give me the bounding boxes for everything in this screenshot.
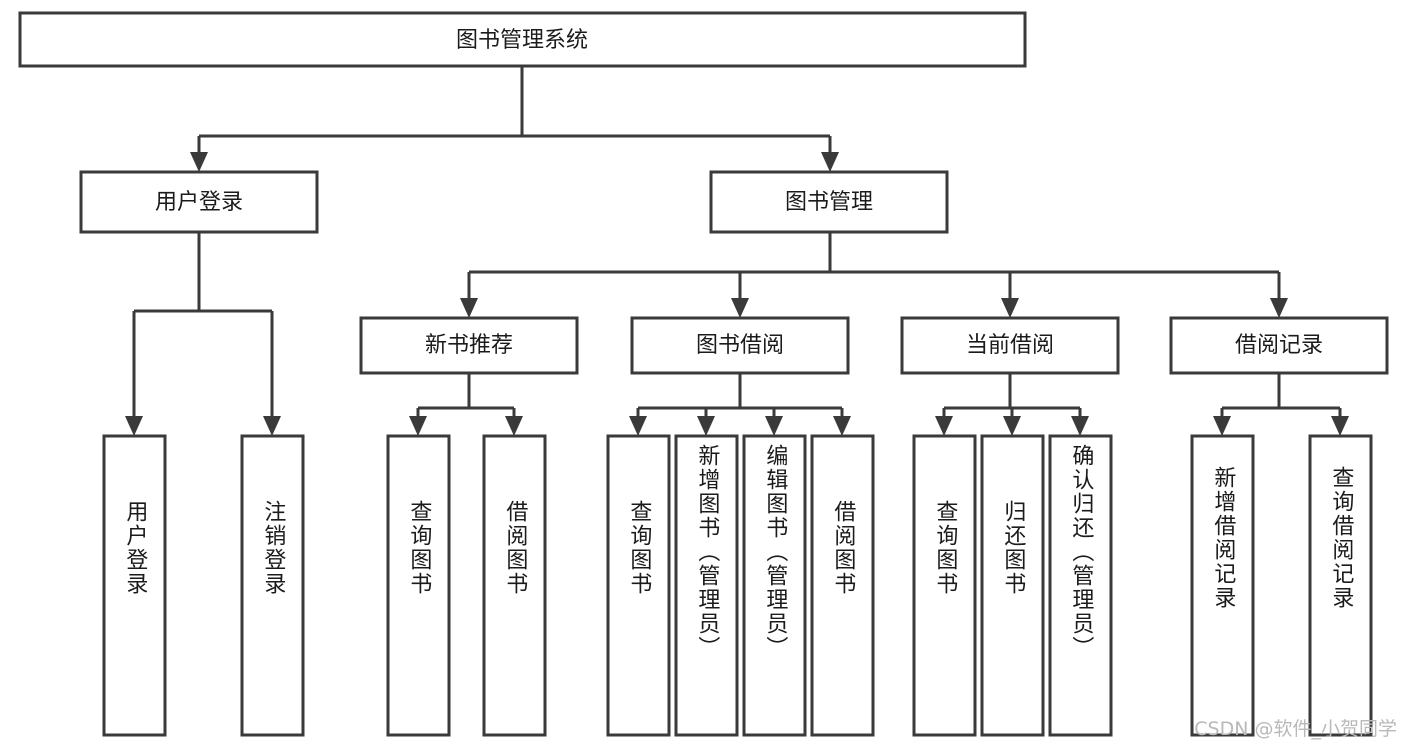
arrowhead-leaf-borrow-book-rec: [505, 416, 523, 436]
node-root-label: 图书管理系统: [456, 28, 588, 53]
node-current-borrow[interactable]: 当前借阅: [900, 316, 1120, 375]
arrowhead-book-management: [821, 152, 839, 172]
arrowhead-leaf-query-book-rec: [409, 416, 427, 436]
node-root[interactable]: 图书管理系统: [18, 11, 1027, 68]
arrowhead-book-borrow: [731, 298, 749, 318]
node-book-borrow-box[interactable]: [630, 316, 850, 375]
node-new-book-recommend-label: 新书推荐: [425, 333, 513, 358]
node-current-borrow-label: 当前借阅: [966, 333, 1054, 358]
node-leaf-add-book-admin-box[interactable]: [674, 434, 739, 737]
node-borrow-records-label: 借阅记录: [1235, 333, 1323, 358]
arrowhead-leaf-confirm-return-admin: [1071, 416, 1089, 436]
node-leaf-edit-book-admin-box[interactable]: [742, 434, 807, 737]
connector-layer: [125, 66, 1349, 436]
node-book-borrow[interactable]: 图书借阅: [630, 316, 850, 375]
arrowhead-leaf-user-login: [125, 416, 143, 436]
arrowhead-leaf-query-book-borrow: [629, 416, 647, 436]
node-leaf-borrow-book-rec-box[interactable]: [482, 434, 547, 737]
node-leaf-user-login-box[interactable]: [102, 434, 167, 737]
arrowhead-leaf-borrow-book: [833, 416, 851, 436]
arrowhead-new-book-recommend: [460, 298, 478, 318]
node-book-borrow-label: 图书借阅: [696, 333, 784, 358]
node-borrow-records[interactable]: 借阅记录: [1169, 316, 1389, 375]
csdn-watermark: CSDN @软件_小贺同学: [1194, 718, 1397, 740]
arrowhead-leaf-add-book-admin: [697, 416, 715, 436]
node-book-management-label: 图书管理: [785, 190, 873, 215]
node-new-book-recommend[interactable]: 新书推荐: [359, 316, 579, 375]
arrowhead-user-login: [190, 152, 208, 172]
node-user-login-label: 用户登录: [155, 190, 243, 215]
node-leaf-return-book-box[interactable]: [980, 434, 1045, 737]
node-leaf-borrow-book-box[interactable]: [810, 434, 875, 737]
node-new-book-recommend-box[interactable]: [359, 316, 579, 375]
node-book-management-box[interactable]: [709, 170, 949, 234]
arrowhead-current-borrow: [1001, 298, 1019, 318]
node-root-box[interactable]: [18, 11, 1027, 68]
node-layer: 图书管理系统 用户登录 图书管理 新书推荐 图书借阅 当前: [18, 11, 1389, 737]
node-leaf-query-borrow-record-box[interactable]: [1308, 434, 1373, 737]
arrowhead-leaf-query-borrow-record: [1331, 416, 1349, 436]
node-leaf-query-book-rec-box[interactable]: [386, 434, 451, 737]
node-leaf-add-borrow-record-box[interactable]: [1190, 434, 1255, 737]
arrowhead-leaf-edit-book-admin: [765, 416, 783, 436]
node-leaf-confirm-return-admin-box[interactable]: [1048, 434, 1113, 737]
node-leaf-query-book-borrow-box[interactable]: [606, 434, 671, 737]
node-user-login-box[interactable]: [79, 170, 319, 234]
node-user-login[interactable]: 用户登录: [79, 170, 319, 234]
arrowhead-leaf-return-book: [1003, 416, 1021, 436]
node-borrow-records-box[interactable]: [1169, 316, 1389, 375]
node-leaf-logout-box[interactable]: [240, 434, 305, 737]
node-current-borrow-box[interactable]: [900, 316, 1120, 375]
node-book-management[interactable]: 图书管理: [709, 170, 949, 234]
node-leaf-query-book-current-box[interactable]: [912, 434, 977, 737]
arrowhead-leaf-query-book-current: [935, 416, 953, 436]
arrowhead-leaf-logout: [263, 416, 281, 436]
arrowhead-borrow-records: [1270, 298, 1288, 318]
arrowhead-leaf-add-borrow-record: [1213, 416, 1231, 436]
